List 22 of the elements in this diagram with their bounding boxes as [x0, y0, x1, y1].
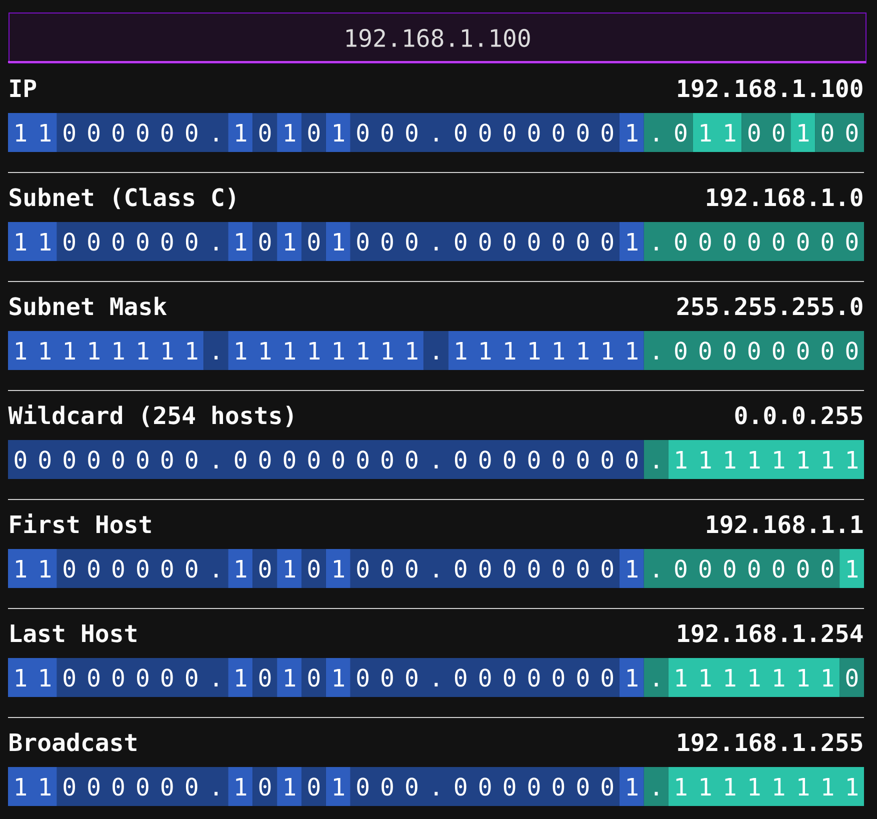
address-value: 0.0.0.255 — [735, 406, 862, 424]
input-field: 192.168.1.100 — [8, 12, 867, 64]
row-heading: Broadcast — [10, 732, 136, 752]
row-heading: First Host — [10, 514, 151, 534]
bit-strip: 1 1 0 0 0 0 0 0 . 1 0 1 0 1 0 0 0 . 0 0 0 0 0 0 0 1 . 0 1 1 0 0 1 0 0 — [8, 113, 864, 152]
address-value: 192.168.1.0 — [707, 188, 862, 206]
row-heading: Subnet (Class C) — [10, 188, 235, 210]
bit-strip: 0 0 0 0 0 0 0 0 . 0 0 0 0 0 0 0 0 . 0 0 0 0 0 0 0 0 . 1 1 1 1 1 1 1 1 — [8, 440, 864, 479]
row-heading: IP — [10, 80, 36, 97]
row-heading: Last Host — [10, 624, 136, 642]
address-value: 192.168.1.100 — [678, 79, 862, 98]
address-value: 255.255.255.0 — [677, 297, 862, 316]
address-value: 192.168.1.255 — [678, 733, 862, 752]
bit-strip: 1 1 0 0 0 0 0 0 . 1 0 1 0 1 0 0 0 . 0 0 0 0 0 0 0 1 . 0 0 0 0 0 0 0 0 — [8, 222, 864, 261]
row-heading: Wildcard (254 hosts) — [8, 404, 293, 428]
bit-strip: 1 1 1 1 1 1 1 1 . 1 1 1 1 1 1 1 1 . 1 1 1 1 1 1 1 1 . 0 0 0 0 0 0 0 0 — [8, 331, 864, 370]
row-heading: Subnet Mask — [10, 296, 167, 316]
bit-strip: 1 1 0 0 0 0 0 0 . 1 0 1 0 1 0 0 0 . 0 0 0 0 0 0 0 1 . 0 0 0 0 0 0 0 1 — [8, 549, 864, 588]
address-value: 192.168.1.254 — [678, 624, 863, 642]
bit-strip: 1 1 0 0 0 0 0 0 . 1 0 1 0 1 0 0 0 . 0 0 0 0 0 0 0 1 . 1 1 1 1 1 1 1 1 — [8, 767, 864, 806]
bit-strip: 1 1 0 0 0 0 0 0 . 1 0 1 0 1 0 0 0 . 0 0 0 0 0 0 0 1 . 1 1 1 1 1 1 1 0 — [8, 658, 864, 697]
address-value: 192.168.1.1 — [707, 515, 863, 534]
